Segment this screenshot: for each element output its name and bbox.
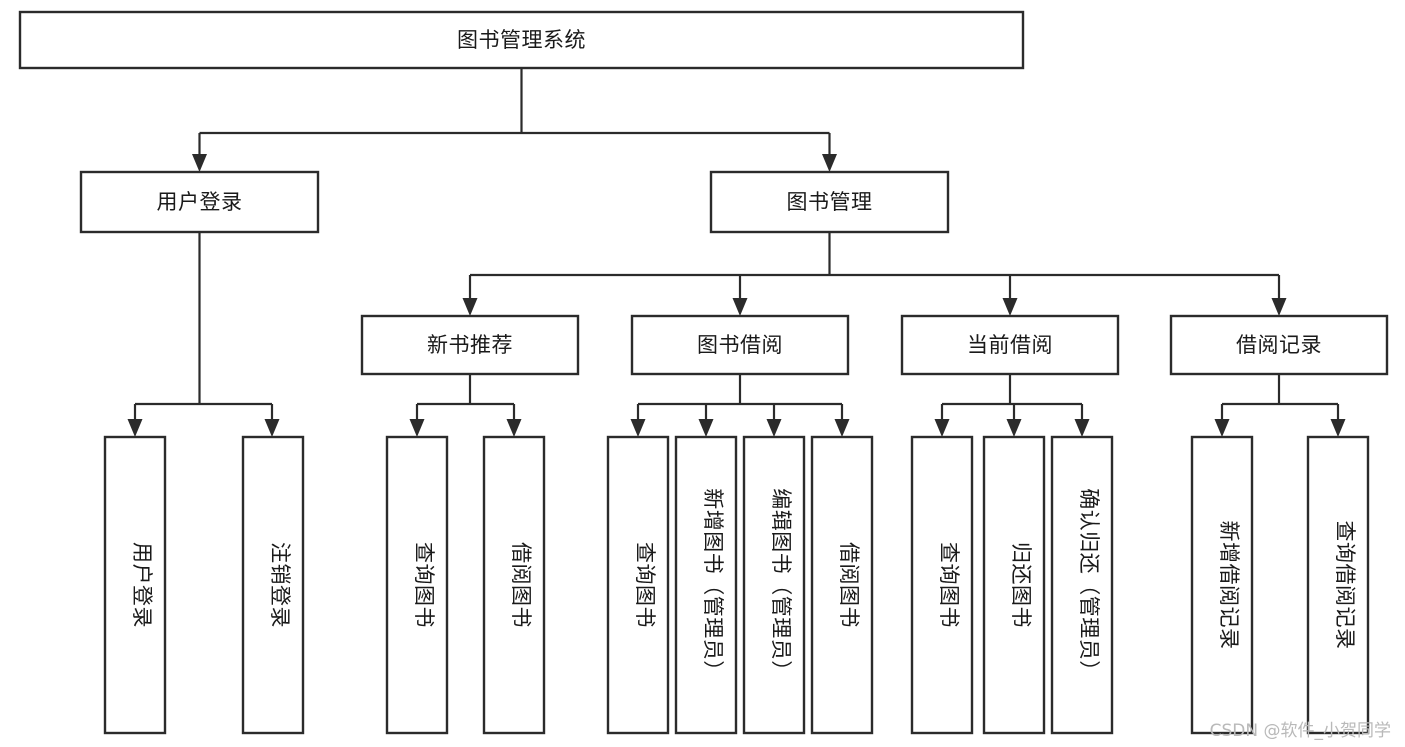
leaf-label: 用户登录 [130, 542, 154, 628]
leaf-box [1190, 435, 1254, 735]
node-user-login-label: 用户登录 [157, 190, 243, 214]
leaf-label: 注销登录 [268, 542, 292, 628]
node-borrow-record-label: 借阅记录 [1236, 333, 1322, 357]
leaf-box [1306, 435, 1370, 735]
leaf-box [103, 435, 167, 735]
leaf-box [982, 435, 1046, 735]
leaf-node-user-logout[interactable]: 注销登录 [241, 435, 305, 735]
leaf-node-br-query-record[interactable]: 查询借阅记录 [1306, 435, 1370, 735]
node-book-management[interactable]: 图书管理 [709, 170, 950, 234]
leaf-label: 借阅图书 [509, 542, 533, 628]
leaf-node-nb-borrow-books[interactable]: 借阅图书 [482, 435, 546, 735]
leaf-box [606, 435, 670, 735]
leaf-node-nb-query-books[interactable]: 查询图书 [385, 435, 449, 735]
arrowhead-nb-leaf1 [409, 419, 425, 437]
node-book-borrow[interactable]: 图书借阅 [630, 314, 850, 376]
leaf-box [1050, 435, 1114, 735]
arrowhead-nb-leaf2 [506, 419, 522, 437]
connector-layer [127, 68, 1346, 437]
node-borrow-record-box [1169, 314, 1389, 376]
node-root-book-management-system[interactable]: 图书管理系统 [18, 10, 1025, 70]
arrowhead-bb-leaf1 [630, 419, 646, 437]
arrowhead-user-login [192, 154, 207, 172]
arrowhead-book-borrow [732, 298, 748, 316]
leaf-box [810, 435, 874, 735]
leaf-label: 查询图书 [412, 542, 436, 628]
node-current-borrow-label: 当前借阅 [967, 333, 1053, 357]
leaf-node-user-login-login[interactable]: 用户登录 [103, 435, 167, 735]
arrowhead-cb-leaf2 [1006, 419, 1022, 437]
arrowhead-bb-leaf2 [698, 419, 714, 437]
leaf-box [482, 435, 546, 735]
arrowhead-leaf-logout [264, 419, 280, 437]
node-new-book-recommend-label: 新书推荐 [427, 333, 513, 357]
leaf-box [742, 435, 806, 735]
leaf-label: 确认归还（管理员） [1077, 488, 1101, 682]
leaf-box [910, 435, 974, 735]
leaf-label: 归还图书 [1009, 542, 1033, 628]
leaf-box [674, 435, 738, 735]
leaf-box [385, 435, 449, 735]
leaf-node-cb-confirm-return-admin[interactable]: 确认归还（管理员） [1050, 435, 1114, 735]
leaf-label: 编辑图书（管理员） [769, 488, 793, 682]
arrowhead-br-leaf1 [1214, 419, 1230, 437]
leaf-label: 借阅图书 [837, 542, 861, 628]
leaf-node-bb-add-book-admin[interactable]: 新增图书（管理员） [674, 435, 738, 735]
node-current-borrow-box [900, 314, 1120, 376]
node-root-label: 图书管理系统 [457, 28, 586, 52]
leaf-node-bb-edit-book-admin[interactable]: 编辑图书（管理员） [742, 435, 806, 735]
arrowhead-leaf-user-login [127, 419, 143, 437]
arrowhead-cb-leaf3 [1074, 419, 1090, 437]
node-new-book-recommend-box [360, 314, 580, 376]
arrowhead-book-mgmt [822, 154, 837, 172]
leaf-node-cb-query-books[interactable]: 查询图书 [910, 435, 974, 735]
leaf-node-cb-return-books[interactable]: 归还图书 [982, 435, 1046, 735]
leaf-label: 查询图书 [633, 542, 657, 628]
node-current-borrow[interactable]: 当前借阅 [900, 314, 1120, 376]
node-book-management-label: 图书管理 [787, 190, 873, 214]
node-book-borrow-label: 图书借阅 [697, 333, 783, 357]
arrowhead-cb-leaf1 [934, 419, 950, 437]
arrowhead-br-leaf2 [1330, 419, 1346, 437]
leaf-label: 新增图书（管理员） [701, 488, 725, 682]
arrowhead-bb-leaf3 [766, 419, 782, 437]
node-root-box [18, 10, 1025, 70]
leaf-label: 新增借阅记录 [1217, 521, 1241, 650]
leaf-label: 查询借阅记录 [1333, 521, 1357, 650]
arrowhead-bb-leaf4 [834, 419, 850, 437]
node-borrow-record[interactable]: 借阅记录 [1169, 314, 1389, 376]
node-book-management-box [709, 170, 950, 234]
leaf-node-bb-borrow-books[interactable]: 借阅图书 [810, 435, 874, 735]
leaf-box [241, 435, 305, 735]
node-book-borrow-box [630, 314, 850, 376]
arrowhead-new-book [462, 298, 478, 316]
arrowhead-borrow-record [1271, 298, 1287, 316]
csdn-watermark: CSDN @软件_小贺同学 [1209, 721, 1391, 741]
leaf-node-bb-query-books[interactable]: 查询图书 [606, 435, 670, 735]
arrowhead-current-borrow [1002, 298, 1018, 316]
node-new-book-recommend[interactable]: 新书推荐 [360, 314, 580, 376]
leaf-node-br-add-record[interactable]: 新增借阅记录 [1190, 435, 1254, 735]
leaf-label: 查询图书 [937, 542, 961, 628]
node-user-login[interactable]: 用户登录 [79, 170, 320, 234]
node-user-login-box [79, 170, 320, 234]
